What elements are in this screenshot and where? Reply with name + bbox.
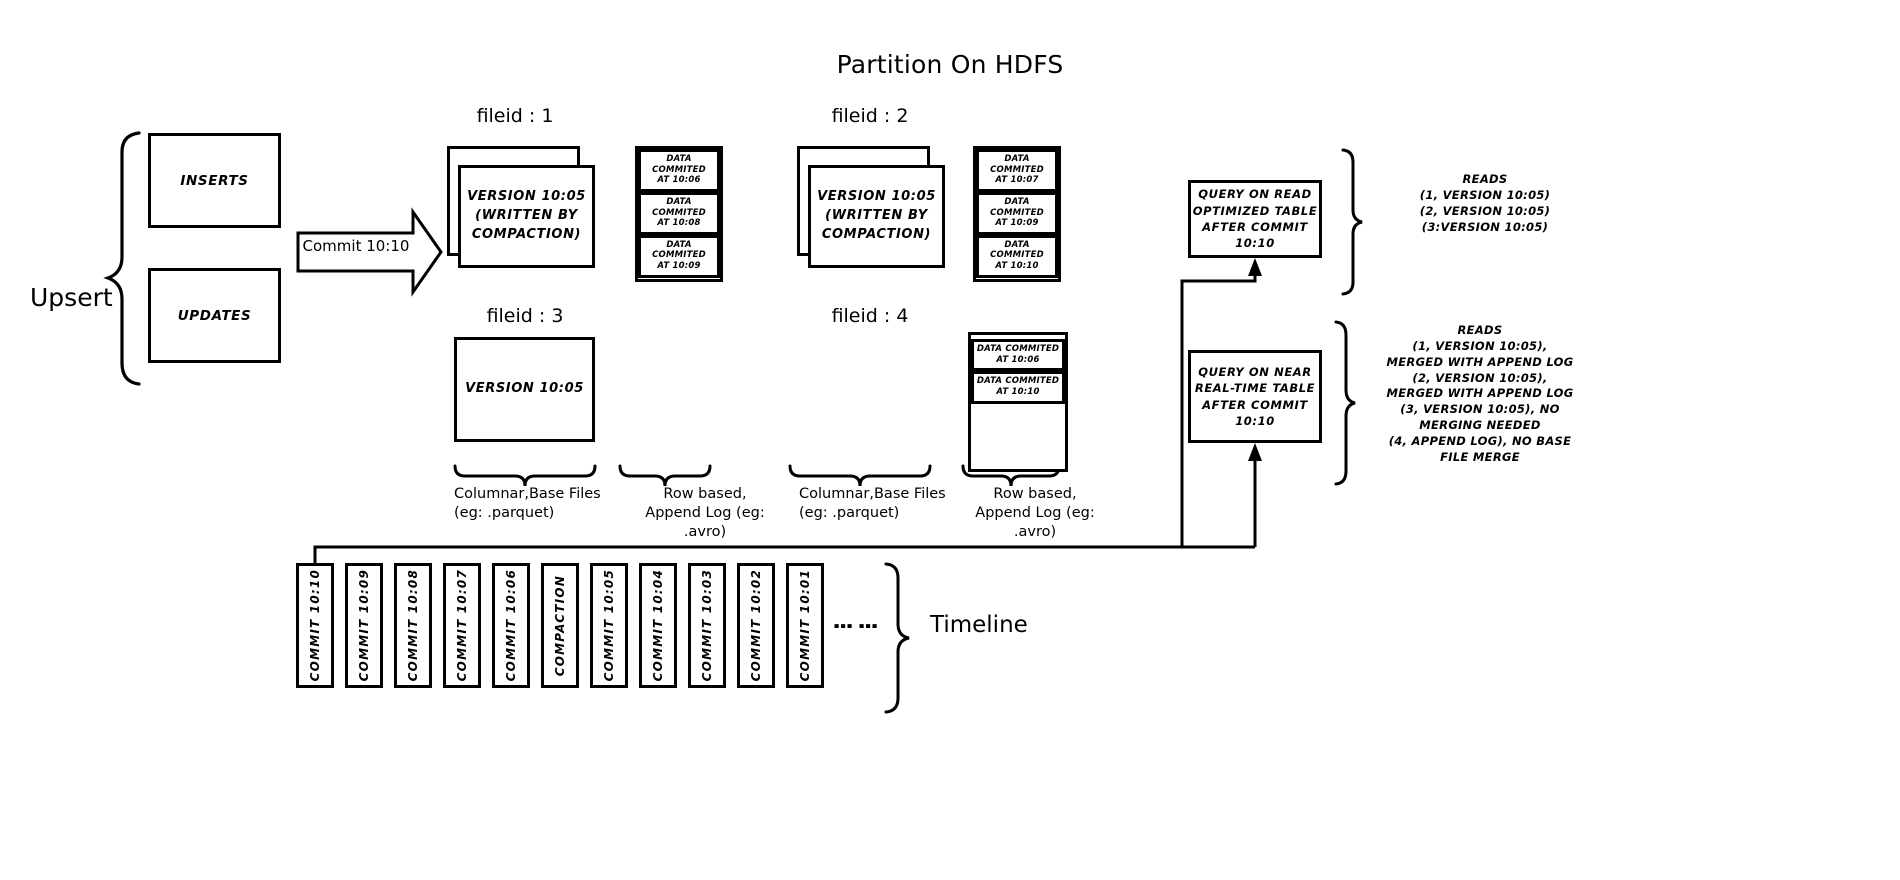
timeline-item-label: COMMIT 10:09 — [357, 569, 371, 682]
timeline-item-label: COMMIT 10:10 — [308, 569, 322, 682]
timeline-item[interactable]: COMMIT 10:09 — [345, 563, 383, 688]
fileid-4-append-log: DATA COMMITED AT 10:06 DATA COMMITED AT … — [968, 332, 1068, 472]
query-near-real-time-box: QUERY ON NEAR REAL-TIME TABLE AFTER COMM… — [1188, 350, 1322, 443]
log-row: DATA COMMITED AT 10:09 — [638, 234, 720, 278]
timeline-item-label: COMMIT 10:06 — [504, 569, 518, 682]
timeline-brace-icon — [884, 562, 910, 714]
timeline-item-compaction[interactable]: COMPACTION — [541, 563, 579, 688]
timeline-item[interactable]: COMMIT 10:07 — [443, 563, 481, 688]
timeline-ellipsis-icon: ⋮ — [829, 563, 855, 688]
log-row: DATA COMMITED AT 10:06 — [971, 339, 1065, 372]
log-row: DATA COMMITED AT 10:06 — [638, 149, 720, 192]
rowbased-brace-b-icon — [961, 464, 1061, 487]
fileid-1-base-file-front: VERSION 10:05 (WRITTEN BY COMPACTION) — [458, 165, 595, 268]
row-based-append-log-caption-b: Row based, Append Log (eg: .avro) — [975, 486, 1095, 540]
reads-ro-brace-icon — [1341, 148, 1363, 296]
timeline-item[interactable]: COMMIT 10:02 — [737, 563, 775, 688]
log-row: DATA COMMITED AT 10:07 — [976, 149, 1058, 192]
columnar-base-files-caption-b: Columnar,Base Files (eg: .parquet) — [799, 486, 946, 521]
timeline-ellipsis-icon: ⋮ — [854, 563, 880, 688]
reads-nrt-brace-icon — [1334, 320, 1356, 486]
fileid-2-append-log: DATA COMMITED AT 10:07 DATA COMMITED AT … — [973, 146, 1061, 282]
inserts-box: INSERTS — [148, 133, 281, 228]
fileid-1-append-log: DATA COMMITED AT 10:06 DATA COMMITED AT … — [635, 146, 723, 282]
timeline-item[interactable]: COMMIT 10:03 — [688, 563, 726, 688]
timeline-ellipsis-glyph: ⋮ — [854, 614, 880, 637]
timeline-item[interactable]: COMMIT 10:08 — [394, 563, 432, 688]
page-title: Partition On HDFS — [836, 50, 1064, 79]
log-row: DATA COMMITED AT 10:09 — [976, 191, 1058, 235]
timeline-item-label: COMMIT 10:08 — [406, 569, 420, 682]
timeline-item-label: COMPACTION — [553, 574, 567, 677]
timeline-item[interactable]: COMMIT 10:01 — [786, 563, 824, 688]
fileid-3-base-file: VERSION 10:05 — [454, 337, 595, 442]
timeline-item-label: COMMIT 10:07 — [455, 569, 469, 682]
timeline-item[interactable]: COMMIT 10:10 — [296, 563, 334, 688]
row-based-append-log-caption-a: Row based, Append Log (eg: .avro) — [645, 486, 765, 540]
fileid-3-label: fileid : 3 — [486, 305, 564, 327]
timeline-ellipsis-glyph: ⋮ — [829, 614, 855, 637]
columnar-brace-a-icon — [453, 464, 597, 487]
timeline-item[interactable]: COMMIT 10:04 — [639, 563, 677, 688]
timeline-item[interactable]: COMMIT 10:05 — [590, 563, 628, 688]
timeline-connector-line — [313, 545, 1255, 563]
reads-near-real-time-text: READS (1, VERSION 10:05), MERGED WITH AP… — [1386, 323, 1574, 464]
arrowhead-nrt-icon — [1248, 443, 1262, 461]
timeline-row: COMMIT 10:10 COMMIT 10:09 COMMIT 10:08 C… — [296, 563, 880, 688]
columnar-brace-b-icon — [788, 464, 932, 487]
log-row: DATA COMMITED AT 10:10 — [971, 371, 1065, 404]
timeline-label: Timeline — [930, 612, 1028, 638]
timeline-item-label: COMMIT 10:04 — [651, 569, 665, 682]
reads-read-optimized-text: READS (1, VERSION 10:05) (2, VERSION 10:… — [1419, 172, 1551, 234]
fileid-4-label: fileid : 4 — [831, 305, 909, 327]
timeline-item[interactable]: COMMIT 10:06 — [492, 563, 530, 688]
timeline-item-label: COMMIT 10:02 — [749, 569, 763, 682]
log-row: DATA COMMITED AT 10:10 — [976, 234, 1058, 278]
commit-arrow-label: Commit 10:10 — [302, 237, 410, 255]
upsert-label: Upsert — [30, 283, 113, 312]
timeline-item-label: COMMIT 10:05 — [602, 569, 616, 682]
arrowhead-ro-icon — [1248, 258, 1262, 276]
connector-to-ro-table — [1180, 272, 1257, 547]
updates-box: UPDATES — [148, 268, 281, 363]
log-row: DATA COMMITED AT 10:08 — [638, 191, 720, 235]
timeline-item-label: COMMIT 10:01 — [798, 569, 812, 682]
fileid-2-label: fileid : 2 — [831, 105, 909, 127]
query-read-optimized-box: QUERY ON READ OPTIMIZED TABLE AFTER COMM… — [1188, 180, 1322, 258]
upsert-brace-icon — [103, 131, 141, 386]
timeline-item-label: COMMIT 10:03 — [700, 569, 714, 682]
fileid-1-label: fileid : 1 — [476, 105, 554, 127]
fileid-2-base-file-front: VERSION 10:05 (WRITTEN BY COMPACTION) — [808, 165, 945, 268]
columnar-base-files-caption-a: Columnar,Base Files (eg: .parquet) — [454, 486, 601, 521]
commit-arrow-shape — [296, 207, 443, 297]
rowbased-brace-a-icon — [618, 464, 712, 487]
